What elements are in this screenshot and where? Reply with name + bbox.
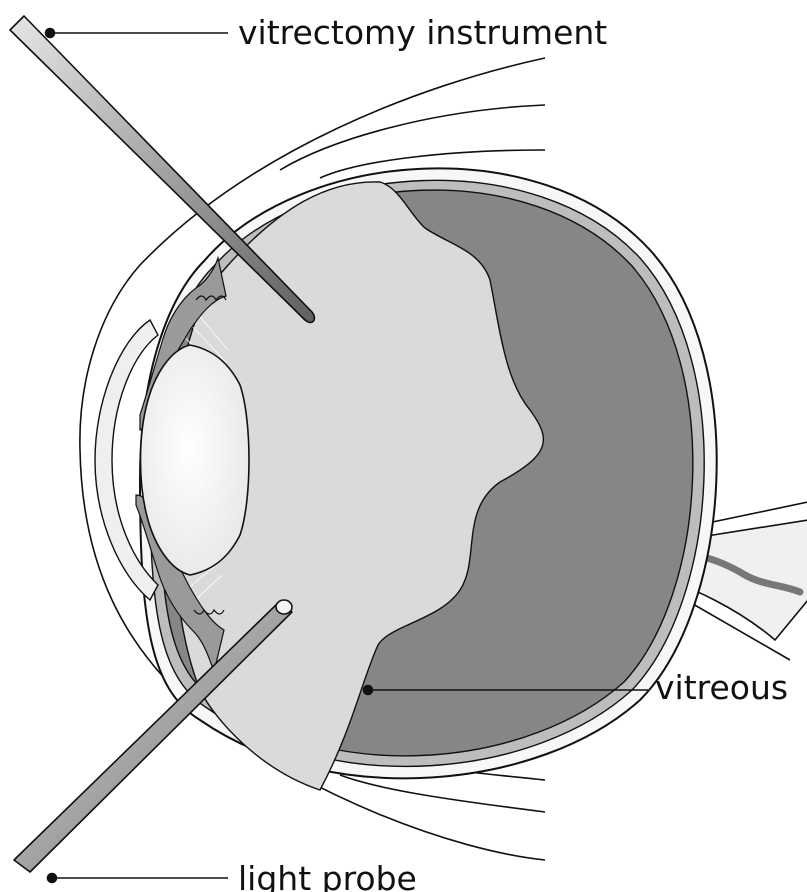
lens (141, 345, 250, 575)
light-probe-label: light probe (238, 859, 417, 892)
light-probe-tip (276, 600, 292, 614)
lower-eyelid-inner (340, 775, 545, 812)
vitreous-leader-dot (364, 686, 373, 695)
vitreous-label: vitreous (655, 668, 788, 707)
light-probe-leader-dot (48, 874, 57, 883)
vitrectomy-instrument (10, 16, 314, 322)
vitrectomy-instrument-label: vitrectomy instrument (238, 13, 607, 52)
vitrectomy-instrument-shaft (10, 16, 314, 322)
vitrectomy-instrument-leader-dot (46, 29, 55, 38)
